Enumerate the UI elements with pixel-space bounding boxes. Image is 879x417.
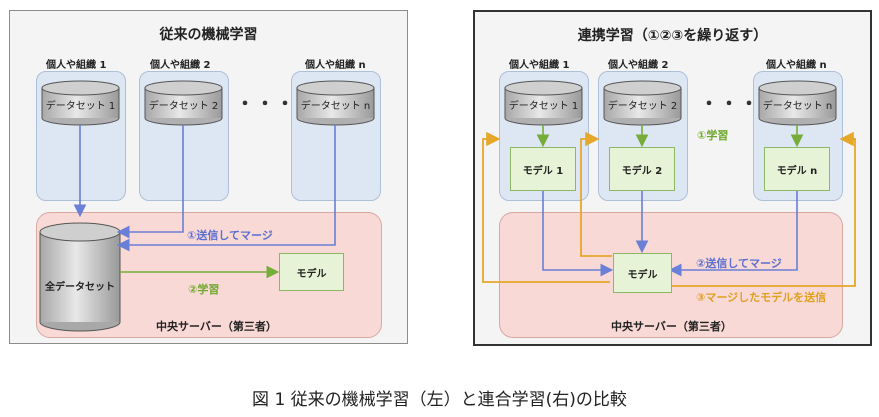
- dataset-label-n: データセット n: [762, 101, 833, 112]
- full-dataset-label: 全データセット: [45, 282, 115, 293]
- learn-label: ②学習: [188, 283, 220, 296]
- dataset-cylinder: [144, 80, 223, 126]
- dataset-cylinder: [41, 80, 120, 126]
- send-merge-arrow: [542, 191, 614, 277]
- dataset-cylinder: [758, 80, 837, 126]
- lane-label-1: 個人や組織 1: [509, 60, 570, 71]
- local-model-n: モデル n: [764, 147, 830, 191]
- merged-model: モデル: [613, 253, 672, 293]
- local-model-1: モデル 1: [510, 147, 576, 191]
- dataset-label-2: データセット 2: [148, 101, 219, 112]
- dataset-cylinder: [296, 80, 375, 126]
- dataset-label-1: データセット 1: [45, 101, 116, 112]
- broadcast-arrow: [672, 131, 856, 287]
- send-merge-label: ①送信してマージ: [187, 229, 273, 242]
- figure-caption: 図 1 従来の機械学習（左）と連合学習(右)の比較: [252, 390, 627, 410]
- dataset-cylinder: [504, 80, 583, 126]
- broadcast-arrow: [580, 131, 612, 257]
- panel-title: 従来の機械学習: [159, 27, 258, 43]
- ellipsis: ・・・: [700, 94, 760, 115]
- send-merge-label: ②送信してマージ: [696, 257, 782, 270]
- local-model-2: モデル 2: [609, 147, 675, 191]
- lane-label-2: 個人や組織 2: [608, 60, 669, 71]
- dataset-label-n: データセット n: [300, 101, 371, 112]
- local-learn-label: ①学習: [697, 129, 729, 142]
- ellipsis: ・・・: [236, 94, 296, 115]
- dataset-label-2: データセット 2: [607, 101, 678, 112]
- central-model: モデル: [279, 253, 344, 291]
- server-label: 中央サーバー（第三者）: [156, 320, 277, 333]
- send-merge-arrow: [668, 191, 798, 277]
- merged-send-label: ③マージしたモデルを送信: [696, 291, 827, 304]
- lane-label-n: 個人や組織 n: [305, 60, 366, 71]
- broadcast-arrow: [482, 131, 610, 283]
- lane-label-n: 個人や組織 n: [766, 60, 827, 71]
- lane-label-1: 個人や組織 1: [46, 60, 107, 71]
- dataset-label-1: データセット 1: [508, 101, 579, 112]
- panel-title: 連携学習（①②③を繰り返す）: [577, 28, 768, 44]
- server-label: 中央サーバー（第三者）: [611, 320, 732, 333]
- lane-label-2: 個人や組織 2: [150, 60, 211, 71]
- full-dataset-cylinder: [39, 222, 121, 332]
- upload-arrow: [116, 125, 184, 239]
- upload-arrow: [116, 125, 336, 252]
